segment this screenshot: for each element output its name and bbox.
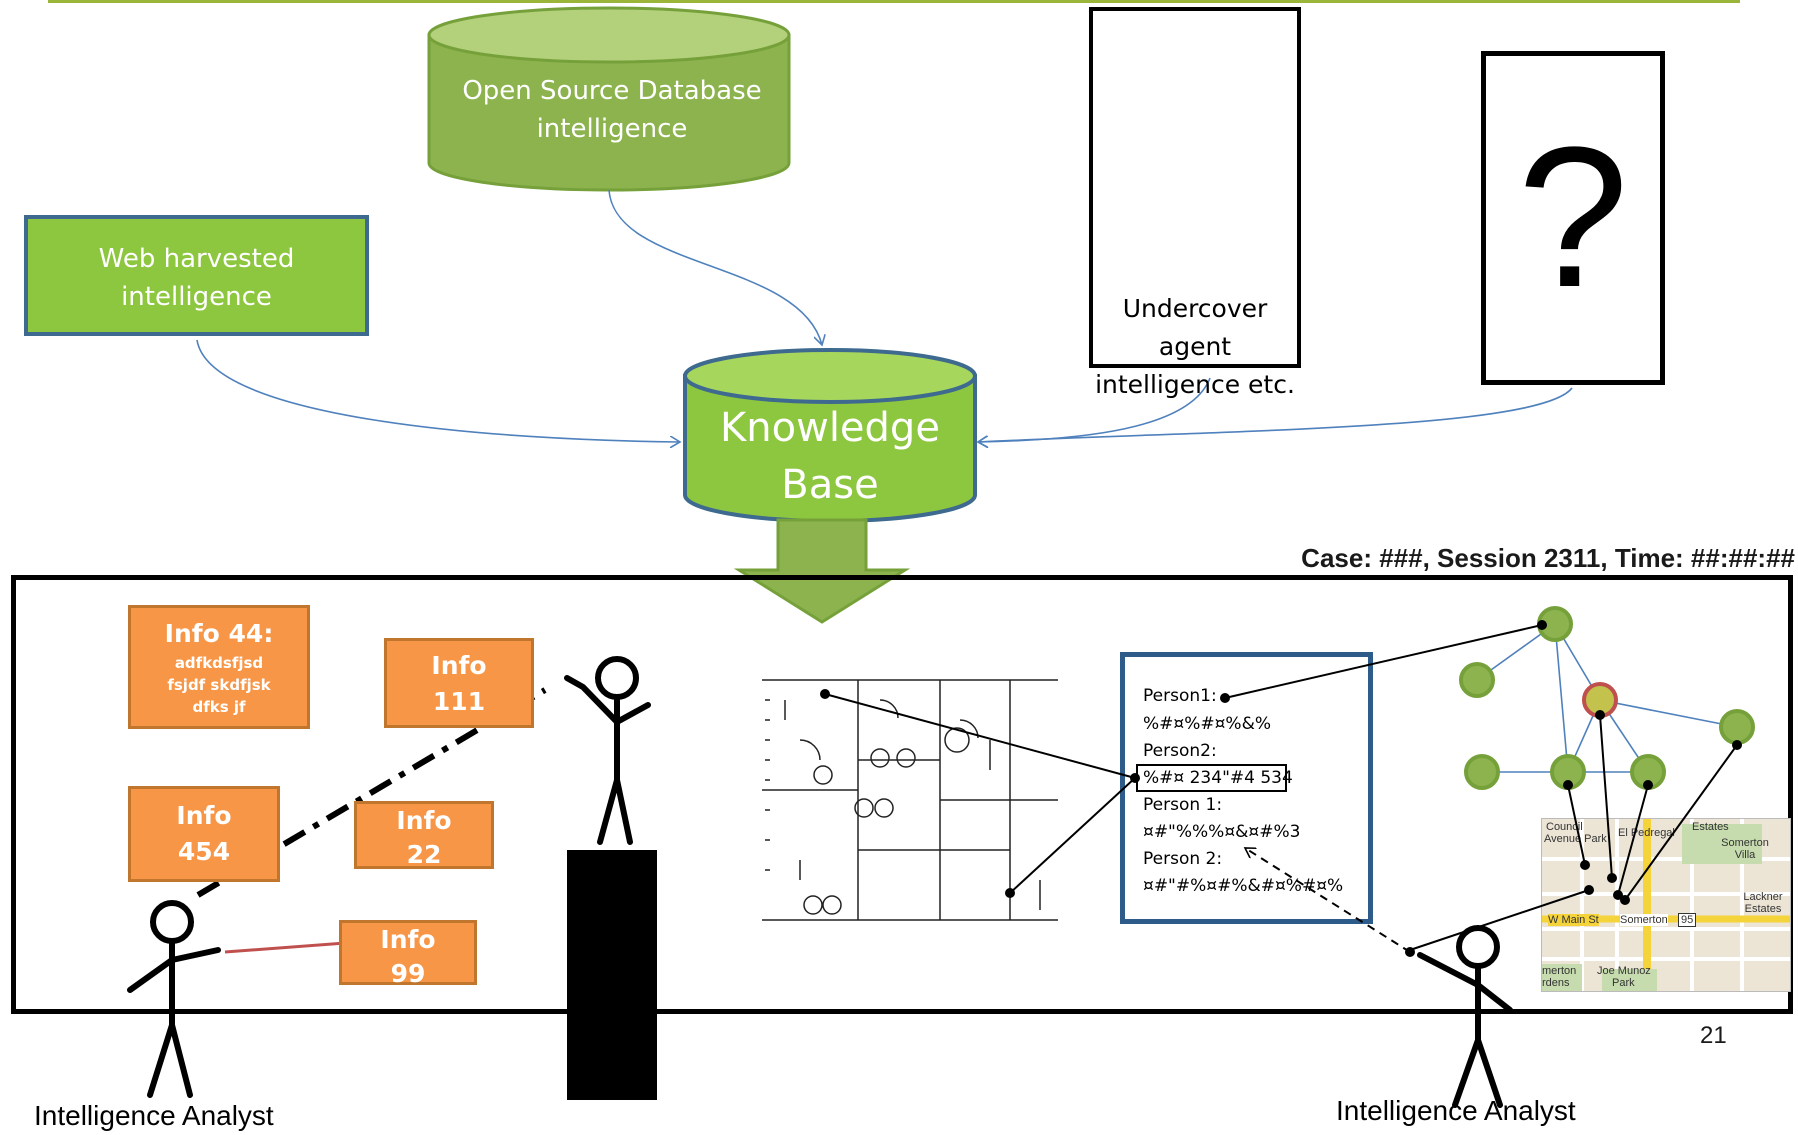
note-line: ¤#"%%%¤&¤#%3 [1143,822,1301,842]
stick-figure-left-analyst [127,900,221,1098]
note-line: ¤#"#%¤#%&#¤%#¤% [1143,876,1344,896]
info-card-99[interactable]: Info 99 [339,920,477,988]
pedestal [567,850,657,1100]
note-line-highlighted: %#¤ 234"#4 534 [1143,768,1293,788]
web-harvested-box [24,215,369,336]
arrow-web-to-kb [196,339,680,442]
stick-figure-standing [564,656,651,845]
session-header: Case: ###, Session 2311, Time: ##:##:## [1301,543,1795,573]
feed-arrows [196,189,1573,442]
down-arrow [733,518,911,624]
info-card-title: Info 44: [164,619,274,648]
arrow-osint-to-kb [608,189,822,345]
info-card-111[interactable]: Info 111 [384,638,534,728]
graph-node [1464,754,1500,790]
note-line: Person1: [1143,686,1217,706]
right-analyst-label: Intelligence Analyst [1336,1095,1576,1126]
open-source-database-label: Open Source Database intelligence [462,76,762,144]
note-line: Person 2: [1143,849,1223,869]
info-card-454[interactable]: Info 454 [128,786,280,882]
info-card-44[interactable]: Info 44: adfkdsfjsd fsjdf skdfjsk dfks j… [128,605,310,729]
open-source-database-cylinder [427,6,791,192]
unknown-source-frame [1481,51,1665,385]
undercover-agent-label: Undercover agent intelligence etc. [1095,294,1295,399]
page-number: 21 [1700,1022,1727,1049]
analyst-workspace [11,575,1793,1014]
top-rule [48,0,1740,3]
arrow-unknown-to-kb [978,387,1573,442]
web-harvested-label: Web harvested intelligence [98,244,295,312]
question-mark: ? [1517,106,1629,329]
undercover-agent-frame [1089,7,1301,368]
note-line: %#¤%#¤%&% [1143,714,1271,734]
info-card-22[interactable]: Info 22 [354,801,494,869]
map-image: Council Avenue Park El Pedregal Estates … [1541,818,1791,992]
left-analyst-label: Intelligence Analyst [34,1100,274,1131]
knowledge-base-cylinder [683,348,977,523]
note-line: Person2: [1143,741,1217,761]
note-line: Person 1: [1143,795,1223,815]
knowledge-base-label: Knowledge Base [720,405,940,508]
